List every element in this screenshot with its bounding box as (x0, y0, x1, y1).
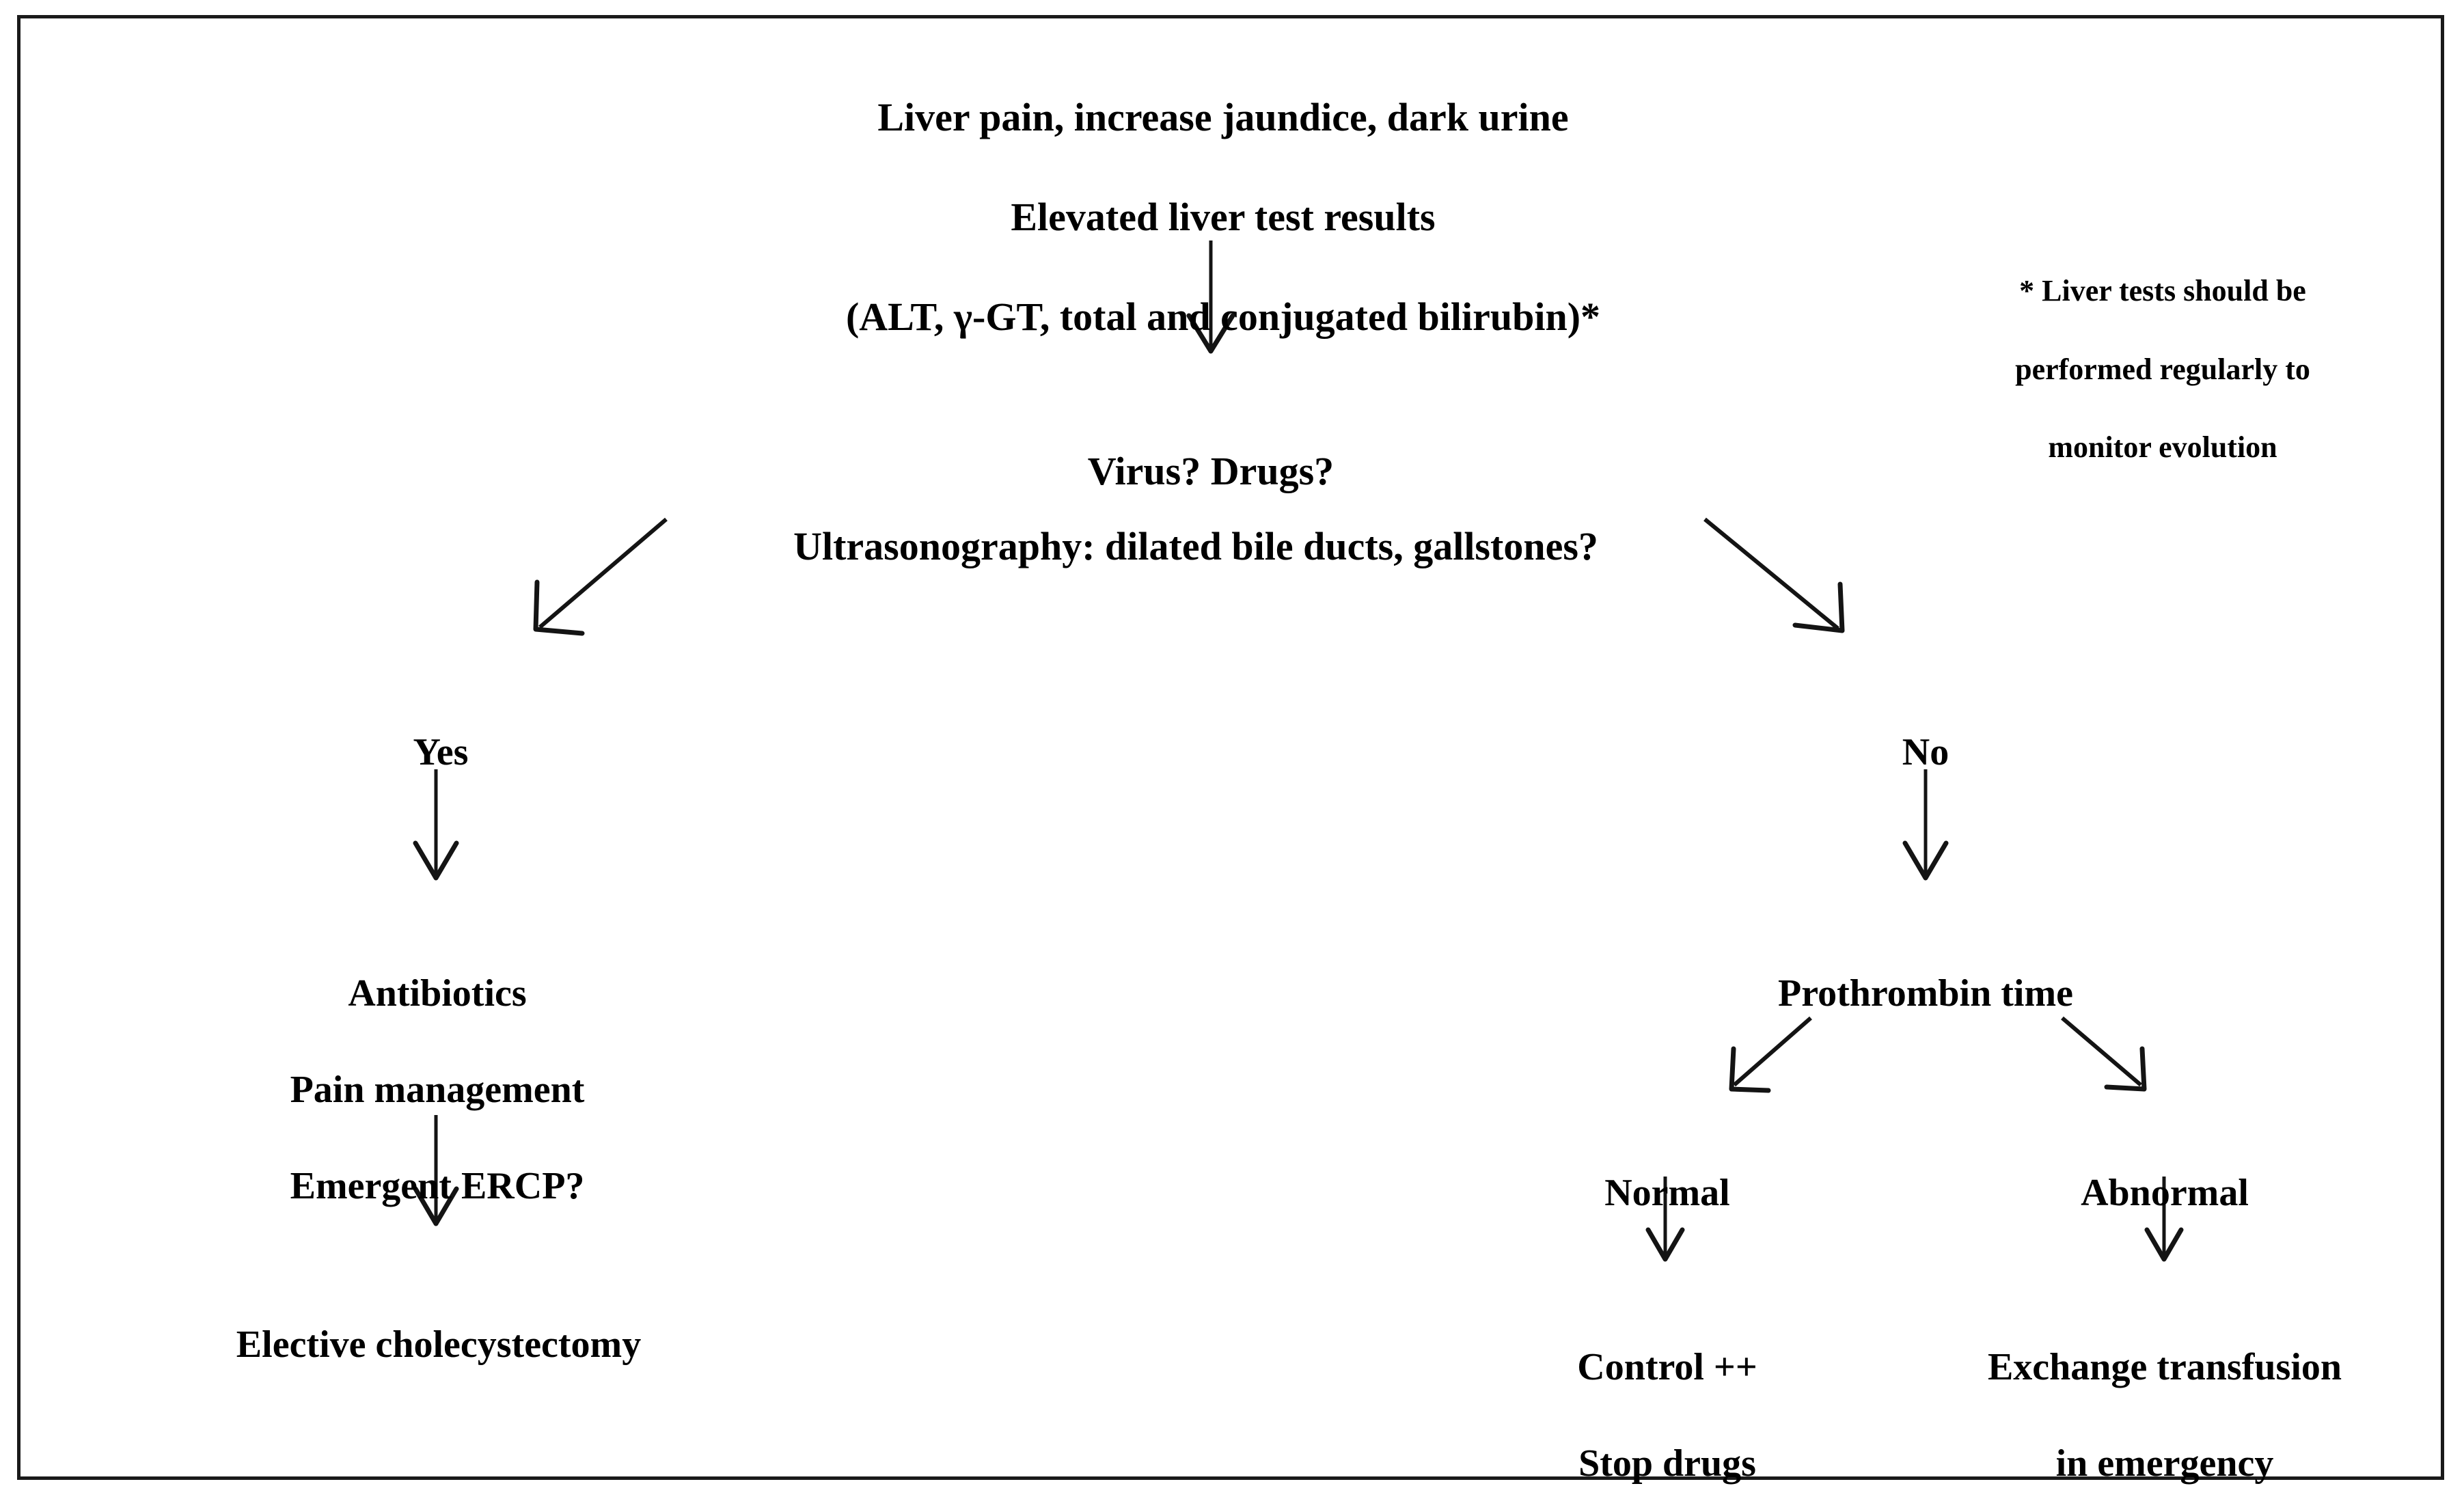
node-branch-no: No (1782, 680, 2069, 825)
normal-treatment-line-1: Control ++ (1577, 1345, 1757, 1388)
node-presentation: Liver pain, increase jaundice, dark urin… (711, 42, 1736, 392)
node-ultrasonography-question: Ultrasonography: dilated bile ducts, gal… (615, 471, 1777, 621)
presentation-line-2: Elevated liver test results (1011, 195, 1436, 240)
node-elective-cholecystectomy: Elective cholecystectomy (63, 1272, 815, 1417)
node-footnote: * Liver tests should be performed regula… (1951, 232, 2374, 506)
ultrasonography-question-line-1: Ultrasonography: dilated bile ducts, gal… (793, 524, 1598, 569)
yes-treatment-line-2: Pain management (290, 1068, 585, 1111)
yes-treatment-line-1: Antibiotics (348, 972, 527, 1015)
yes-treatment-line-3: Emergent ERCP? (290, 1164, 585, 1207)
node-prothrombin-time: Prothrombin time (1584, 921, 2267, 1066)
node-pt-abnormal: Abnormal (1973, 1120, 2356, 1265)
presentation-line-1: Liver pain, increase jaundice, dark urin… (877, 95, 1569, 140)
abnormal-treatment-line-2: in emergency (2055, 1442, 2274, 1485)
footnote-line-1: * Liver tests should be (2019, 274, 2306, 308)
etiology-question-line-1: Virus? Drugs? (1087, 449, 1334, 494)
branch-yes-label: Yes (413, 730, 469, 773)
figure-border (17, 15, 2444, 1480)
node-abnormal-treatment: Exchange transfusion in emergency (1905, 1295, 2424, 1499)
node-pt-normal: Normal (1490, 1120, 1845, 1265)
elective-cholecystectomy-label: Elective cholecystectomy (236, 1323, 642, 1366)
presentation-line-3: (ALT, γ-GT, total and conjugated bilirub… (845, 294, 1601, 340)
normal-treatment-line-2: Stop drugs (1578, 1442, 1756, 1485)
node-etiology-question: Virus? Drugs? (801, 396, 1621, 546)
pt-abnormal-label: Abnormal (2081, 1171, 2249, 1214)
branch-no-label: No (1902, 730, 1949, 773)
pt-normal-label: Normal (1604, 1171, 1730, 1214)
node-yes-treatment: Antibiotics Pain management Emergent ERC… (130, 921, 745, 1259)
abnormal-treatment-line-1: Exchange transfusion (1987, 1345, 2342, 1388)
node-normal-treatment: Control ++ Stop drugs Transfusion? (1428, 1295, 1906, 1499)
prothrombin-time-label: Prothrombin time (1778, 972, 2073, 1015)
footnote-line-2: performed regularly to (2015, 352, 2310, 386)
node-branch-yes: Yes (297, 680, 584, 825)
footnote-line-3: monitor evolution (2048, 430, 2277, 464)
